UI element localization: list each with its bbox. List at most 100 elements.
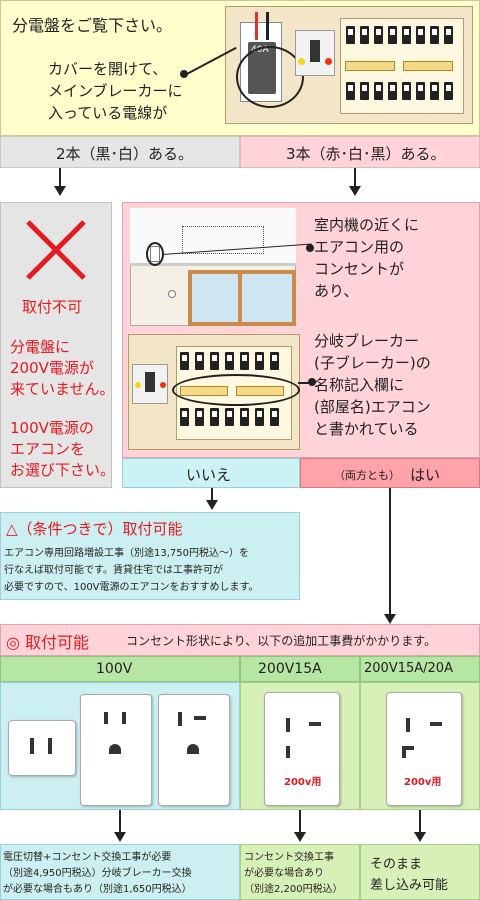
slot-t2 xyxy=(194,716,206,720)
possible-title: ◎ 取付可能 xyxy=(6,633,90,652)
branch-breaker xyxy=(180,408,189,426)
yellow-indicator xyxy=(298,58,305,65)
arrow-line-c2 xyxy=(299,810,301,834)
left-msg-5: エアコンを xyxy=(10,440,86,458)
left-msg-4: 100V電源の xyxy=(10,419,94,437)
top-title: 分電盤をご覧下さい。 xyxy=(12,16,173,35)
label-oval xyxy=(172,374,300,406)
col-label-100v: 100V xyxy=(96,661,133,677)
wall-socket xyxy=(168,290,176,298)
cross-icon xyxy=(26,220,86,280)
slot-a3 xyxy=(286,746,290,758)
pointer-dot-mid xyxy=(306,244,314,252)
right-text1-2: エアコン用の xyxy=(314,238,405,256)
branch-breaker xyxy=(270,408,279,426)
branch-right-label: 3本（赤･白･黒）ある。 xyxy=(286,145,446,163)
slot-b3 xyxy=(402,746,414,750)
wires xyxy=(255,12,269,40)
branch-breaker xyxy=(402,82,411,100)
slot-t3 xyxy=(187,744,199,754)
arrow-head-c2 xyxy=(294,832,306,842)
branch-breaker xyxy=(374,82,383,100)
top-desc-1: カバーを開けて、 xyxy=(48,60,168,78)
arrow-head-c3 xyxy=(414,832,426,842)
right-text2-1: 分岐ブレーカー xyxy=(314,332,420,350)
arrow-line-yes xyxy=(389,488,391,616)
possible-header xyxy=(0,624,480,656)
pointer-line-low xyxy=(298,382,312,384)
left-msg-1: 分電盤に xyxy=(10,338,71,356)
branch-breaker xyxy=(240,408,249,426)
answer-no-label: いいえ xyxy=(186,466,232,484)
right-text2-4: (部屋名)エアコン xyxy=(314,398,431,416)
branch-breaker xyxy=(416,82,425,100)
leakage-switch-mid xyxy=(145,372,155,392)
top-desc-2: メインブレーカーに xyxy=(48,82,183,100)
top-desc-3: 入っている電線が xyxy=(48,104,168,122)
dotted-outline xyxy=(182,226,264,254)
branch-breaker xyxy=(360,82,369,100)
slot-left xyxy=(30,738,34,754)
slot-a1 xyxy=(286,718,290,732)
outlet-100v-standard xyxy=(8,720,76,776)
right-text2-3: 名称記入欄に xyxy=(314,376,405,394)
col-header-200v15a xyxy=(240,656,360,682)
footer-c3-2: 差し込み可能 xyxy=(370,878,449,893)
slot-b3v xyxy=(402,746,406,758)
branch-breaker xyxy=(195,352,204,370)
slot-g1 xyxy=(104,712,108,724)
arrow-line-right xyxy=(354,168,356,188)
right-text1-3: コンセントが xyxy=(314,260,405,278)
right-text1-4: あり、 xyxy=(314,282,359,300)
possible-note: コンセント形状により、以下の追加工事費がかかります。 xyxy=(126,634,437,648)
footer-200v15a xyxy=(240,844,360,900)
slot-right xyxy=(48,738,52,754)
footer-c1-3: が必要な場合もあり（別途1,650円税込） xyxy=(3,884,192,895)
branch-breaker xyxy=(346,82,355,100)
branch-breaker xyxy=(360,26,369,44)
col-label-200v20a: 200V15A/20A xyxy=(364,661,453,676)
conditional-box xyxy=(0,512,300,600)
pointer-dot-top xyxy=(180,70,188,78)
arrow-line-no xyxy=(211,488,213,502)
red-indicator xyxy=(325,58,332,65)
branch-breaker xyxy=(444,26,453,44)
name-label-strip-top-2 xyxy=(403,61,453,71)
conditional-title: △（条件つきで）取付可能 xyxy=(6,520,183,538)
branch-breaker xyxy=(255,352,264,370)
answer-yes-label: はい xyxy=(410,466,441,484)
branch-breaker xyxy=(388,82,397,100)
footer-c2-3: （別途2,200円税込） xyxy=(244,884,343,895)
branch-breaker xyxy=(195,408,204,426)
branch-breaker xyxy=(210,408,219,426)
answer-yes-note: （両方とも） xyxy=(334,469,400,482)
branch-breaker xyxy=(240,352,249,370)
outlet-200v20a xyxy=(386,692,462,806)
branch-breaker xyxy=(402,26,411,44)
outlet-100v-twist xyxy=(158,694,230,806)
branch-breaker xyxy=(180,352,189,370)
branch-breaker xyxy=(430,26,439,44)
window-divider xyxy=(238,270,242,326)
arrow-line-c3 xyxy=(419,810,421,834)
footer-c2-1: コンセント交換工事 xyxy=(244,852,334,863)
branch-breaker xyxy=(270,352,279,370)
red-indicator-mid xyxy=(160,382,166,388)
col-header-100v xyxy=(0,656,240,682)
branch-right xyxy=(240,136,480,168)
slot-b2 xyxy=(430,722,442,726)
circle-marker xyxy=(236,46,304,108)
outlet-tag-15a: 200v用 xyxy=(284,777,322,788)
arrow-head-no xyxy=(206,500,218,510)
branch-breaker xyxy=(388,26,397,44)
slot-b1 xyxy=(406,718,410,732)
yellow-indicator-mid xyxy=(135,382,141,388)
right-text2-2: (子ブレーカー)の xyxy=(314,354,431,372)
conditional-line-3: 必要ですので、100V電源のエアコンをおすすめします。 xyxy=(4,582,259,593)
right-text2-5: と書かれている xyxy=(314,420,419,438)
slot-g2 xyxy=(122,712,126,724)
left-msg-6: お選び下さい。 xyxy=(10,461,116,479)
col-label-200v15a: 200V15A xyxy=(258,661,322,677)
footer-c2-2: が必要な場合あり xyxy=(244,868,324,879)
branch-breaker xyxy=(374,26,383,44)
